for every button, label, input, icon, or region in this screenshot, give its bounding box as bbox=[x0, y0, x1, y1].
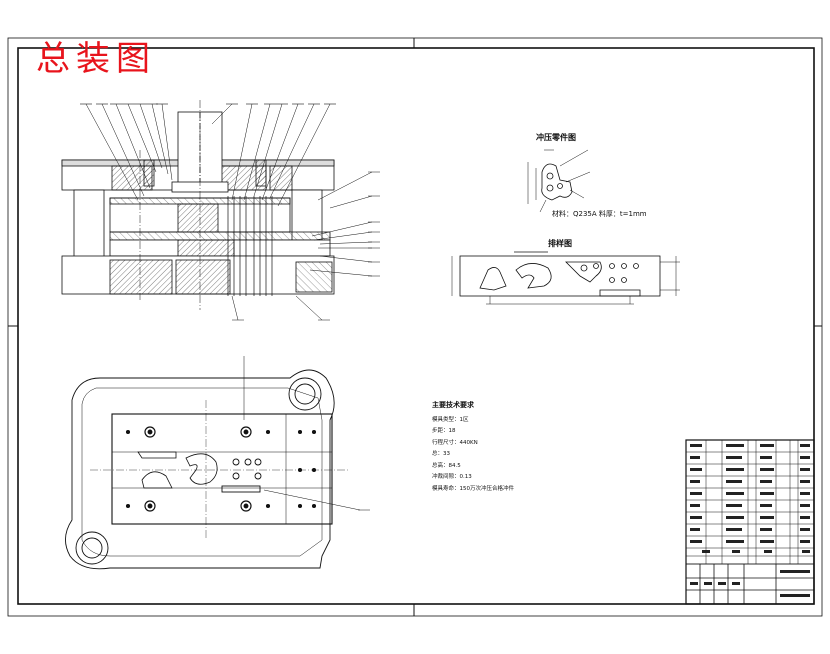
part-drawing-spec: 材料：Q235A 料厚：t=1mm bbox=[552, 210, 647, 218]
tech-requirement-line: 总高：84.5 bbox=[432, 462, 461, 469]
tech-requirement-line: 模具寿命：150万次冲压合格冲件 bbox=[432, 485, 514, 492]
sheet-frame bbox=[7, 37, 823, 617]
strip-layout-drawing bbox=[451, 251, 680, 305]
tech-requirement-line: 总：33 bbox=[432, 451, 450, 457]
title-block bbox=[685, 439, 815, 605]
part-drawing bbox=[527, 149, 591, 213]
tech-requirement-line: 步距：18 bbox=[432, 428, 456, 434]
drawing-title: 总装图 bbox=[36, 39, 156, 79]
plan-view bbox=[65, 356, 370, 570]
part-drawing-heading: 冲压零件图 bbox=[536, 133, 576, 142]
tech-requirement-line: 冲裁间隙：0.13 bbox=[432, 474, 472, 480]
strip-layout-heading: 排样图 bbox=[548, 239, 572, 248]
technical-requirements: 主要技术要求 模具类型：1区 步距：18 行程尺寸：440KN 总：33 总高：… bbox=[432, 400, 514, 495]
tech-requirement-line: 行程尺寸：440KN bbox=[432, 439, 478, 446]
section-view bbox=[61, 100, 380, 321]
tech-requirement-line: 模具类型：1区 bbox=[432, 416, 469, 423]
tech-requirements-heading: 主要技术要求 bbox=[432, 401, 474, 409]
